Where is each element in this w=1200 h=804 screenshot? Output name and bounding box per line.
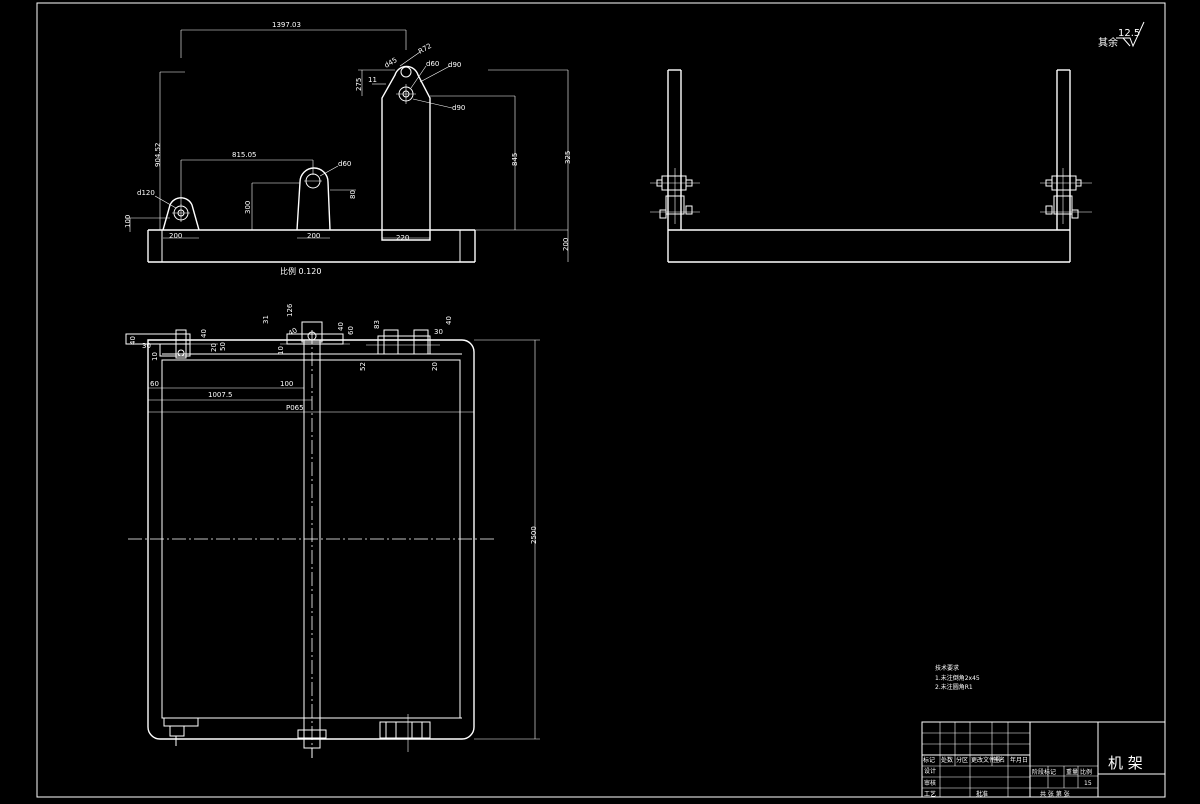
- dim-tl-d: 20: [210, 343, 218, 352]
- roughness-value: 12.5: [1118, 28, 1140, 39]
- dim-tr-c: 40: [445, 316, 453, 325]
- dim-left-dia: d120: [137, 189, 155, 197]
- tb-process: 工艺: [924, 790, 936, 798]
- tb-scale-value: 15: [1084, 780, 1092, 787]
- dim-top-a: 11: [368, 76, 377, 84]
- dim-post-base: 220: [396, 234, 409, 242]
- dim-tm-c: 40: [287, 326, 299, 337]
- side-right-hinge: [1040, 168, 1092, 224]
- roughness-label: 其余: [1098, 36, 1118, 49]
- tb-check: 审核: [924, 779, 936, 787]
- plan-bottom-mid-bracket: [297, 729, 327, 758]
- drawing-title: 机 架: [1108, 754, 1143, 772]
- dim-top-d2: d60: [426, 60, 439, 68]
- dim-bracket-height: 300: [244, 201, 252, 214]
- tb-stage-1: 重量: [1066, 768, 1078, 776]
- dim-pin-dia: d60: [338, 160, 351, 168]
- dim-left-height: 904.52: [154, 143, 162, 168]
- plan-bottom-left-bracket: [163, 717, 199, 746]
- dim-width-top: 1397.03: [272, 21, 301, 29]
- dim-top-d3b: d90: [452, 104, 465, 112]
- tb-stage-2: 比例: [1080, 768, 1092, 776]
- tb-design: 设计: [924, 767, 936, 775]
- dim-plan-height: 2500: [530, 526, 538, 544]
- tb-row-label-0: 标记: [923, 756, 935, 764]
- tb-stage-0: 阶段标记: [1032, 768, 1056, 776]
- dim-middle-span: 815.05: [232, 151, 257, 159]
- dim-tm-a: 31: [262, 315, 270, 324]
- dim-tm-e: 40: [337, 322, 345, 331]
- tb-row-label-2: 分区: [956, 756, 968, 764]
- side-view: [650, 69, 1092, 263]
- tb-approve: 批准: [976, 790, 988, 798]
- front-view: 1397.03 904.52 815.05 300 d60 80 200 200…: [124, 21, 572, 276]
- dim-right-height: 845: [511, 153, 519, 166]
- plan-outer-frame: [147, 339, 475, 740]
- plan-top-right-bracket: [366, 329, 440, 355]
- plan-bottom-right-bracket: [379, 714, 431, 752]
- tb-row-label-1: 处数: [941, 756, 953, 764]
- dim-mid-base: 200: [307, 232, 320, 240]
- dim-base-h: 200: [562, 238, 570, 251]
- notes-title: 技术要求: [935, 664, 959, 672]
- tall-post: [381, 65, 431, 241]
- dim-top-d3: d90: [448, 61, 461, 69]
- dim-tr-e: 20: [431, 362, 439, 371]
- side-left-hinge: [650, 168, 700, 224]
- tb-row-label-5: 年月日: [1010, 756, 1028, 764]
- plan-top-left-bracket: [125, 329, 218, 359]
- notes-line2: 2.未注圆角R1: [935, 683, 973, 691]
- dim-tl-b: 30: [142, 342, 151, 350]
- dim-inner-full: P065: [286, 404, 304, 412]
- title-block: 标记 处数 分区 更改文件号 签名 年月日 设计 审核 工艺 批准 阶段标记 重…: [921, 721, 1166, 798]
- dim-left-base: 200: [169, 232, 182, 240]
- tb-row-label-4: 签名: [993, 756, 1005, 764]
- dim-tl-e: 50: [219, 342, 227, 351]
- dim-right-total: 325: [564, 151, 572, 164]
- dim-tm-b: 126: [286, 303, 294, 317]
- dim-tl-a: 40: [129, 336, 137, 345]
- scale-note: 比例 0.120: [280, 266, 321, 276]
- dim-left-10: 10: [151, 352, 159, 361]
- dim-top-r1: R72: [417, 42, 433, 56]
- dim-tl-c: 40: [200, 329, 208, 338]
- dim-inner-60: 60: [150, 380, 159, 388]
- notes-line1: 1.未注倒角2x45: [935, 674, 980, 682]
- technical-notes: 技术要求 1.未注倒角2x45 2.未注圆角R1: [935, 664, 980, 691]
- tb-row-label-3: 更改文件号: [971, 756, 1001, 764]
- sheet-border: [36, 2, 1166, 798]
- dim-tm-f: 60: [347, 326, 355, 335]
- dim-inner-100: 100: [280, 380, 293, 388]
- dim-top-d1: d45: [383, 56, 399, 70]
- dim-tr-b: 30: [434, 328, 443, 336]
- dim-top-b: 275: [355, 78, 363, 91]
- middle-bracket: [296, 167, 331, 231]
- dim-tm-d: 10: [277, 346, 285, 355]
- dim-inner-1007: 1007.5: [208, 391, 233, 399]
- dim-mid-small: 80: [349, 190, 357, 199]
- dim-tr-d: 52: [359, 362, 367, 371]
- dim-tr-a: 83: [373, 320, 381, 329]
- plan-top-mid-bracket: [280, 321, 350, 345]
- plan-view: 60 100 1007.5 P065 2500 40 30 40 20 50 1…: [125, 303, 540, 758]
- dim-left-h: 100: [124, 215, 132, 228]
- tb-sheet: 共 张 第 张: [1040, 790, 1070, 798]
- roughness-symbol: 其余 12.5: [1098, 21, 1145, 49]
